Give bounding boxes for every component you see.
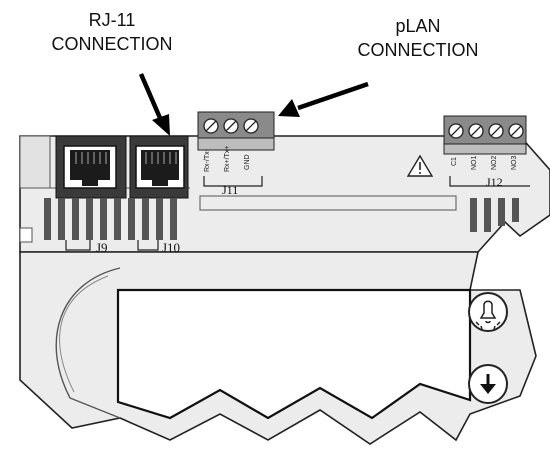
j10-label: J10 [137,240,180,255]
j11-pin-3: GND [244,154,251,170]
j11-text: J11 [222,183,238,197]
down-button[interactable] [468,364,508,404]
rj11-label-line1: RJ-11 [89,10,136,30]
j12-pin-1: C1 [451,157,458,166]
j12-text: J12 [486,175,503,189]
warning-triangle-icon [406,154,434,177]
j12-pin-4: NO3 [511,156,518,171]
j11-slot [199,195,457,211]
display-bezel [55,267,121,419]
lcd-display-window [116,288,472,420]
j9-label: J9 [65,240,108,255]
plan-arrow [278,81,369,117]
j9-text: J9 [96,240,108,255]
rj11-port-j10 [129,135,189,199]
j12-pin-3: NO2 [491,156,498,171]
j11-pin-2: Rx+/Tx+ [224,146,231,172]
alarm-button[interactable] [468,292,508,332]
rj11-label-line2: CONNECTION [52,34,173,54]
j10-text: J10 [162,240,180,255]
vent-slots-right [470,198,519,232]
rj11-arrow [138,73,170,136]
plan-terminal-j11 [197,111,275,151]
housing-left-block [19,135,51,189]
plan-label-line1: pLAN [395,16,440,36]
j11-pin-labels: Rx-/Tx- Rx+/Tx+ GND [204,146,251,172]
vent-slots-left [44,198,177,240]
j12-pin-labels: C1 NO1 NO2 NO3 [451,156,518,171]
plan-label-line2: CONNECTION [358,40,479,60]
relay-terminal-j12 [443,115,527,155]
alarm-bell-icon [475,300,501,330]
j11-pin-1: Rx-/Tx- [204,148,211,172]
down-arrow-icon [480,374,496,394]
rj11-port-j9 [55,135,127,199]
j12-pin-2: NO1 [471,156,478,171]
